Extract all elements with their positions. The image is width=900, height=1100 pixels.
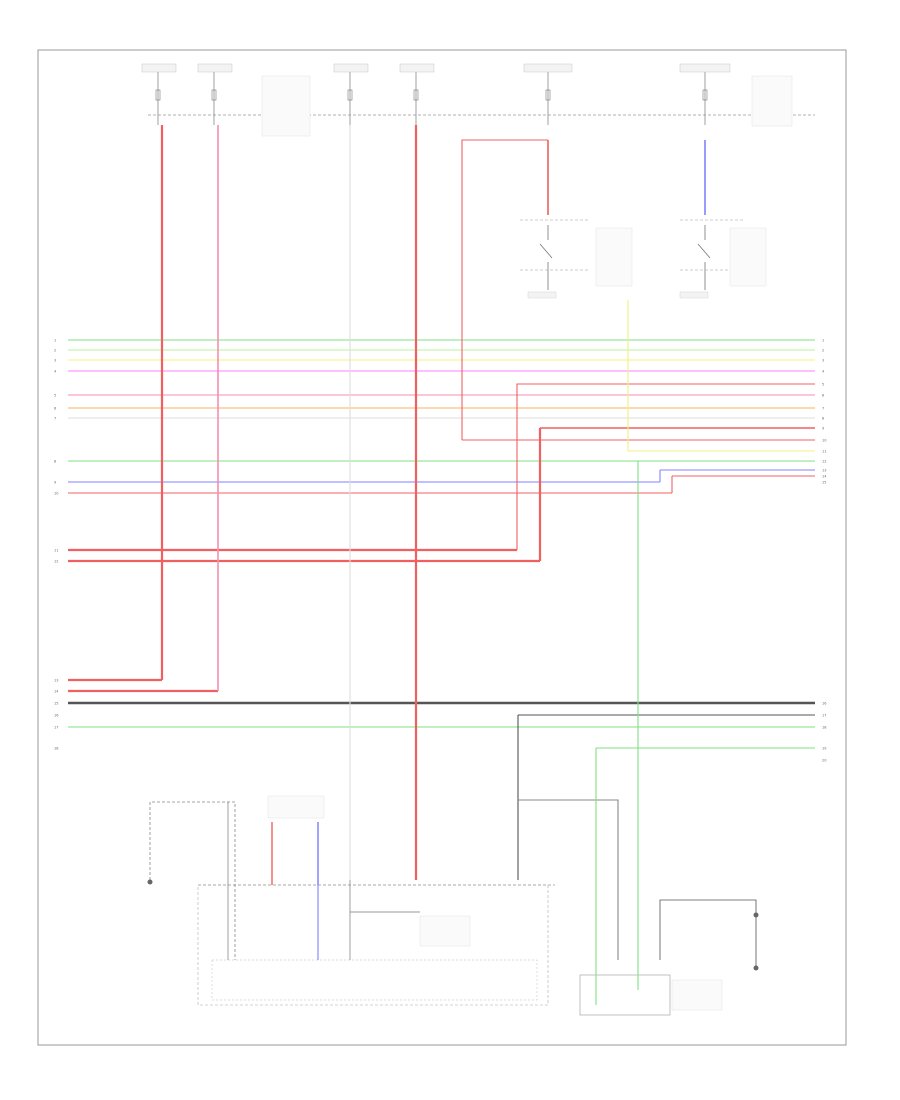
fuse-2 — [197, 63, 311, 137]
right-pin-label: 12 — [822, 460, 826, 464]
left-pin-label: 9 — [54, 481, 56, 485]
right-pin-label: 4 — [822, 370, 825, 374]
fuel-level-sensor-box — [579, 974, 671, 1016]
right-pin-label: 14 — [822, 475, 827, 479]
top-fuse-row — [141, 63, 815, 137]
right-pin-label: 16 — [822, 702, 826, 706]
left-pin-label: 18 — [54, 747, 58, 751]
left-pin-label: 11 — [54, 549, 58, 553]
fuse-3 — [333, 63, 369, 125]
left-pin-label: 17 — [54, 726, 58, 730]
left-pin-label: 6 — [54, 407, 56, 411]
relay-1 — [520, 140, 633, 299]
right-pin-label: 2 — [822, 349, 824, 353]
fuse-4 — [399, 63, 435, 125]
fuse-6 — [679, 63, 793, 127]
right-pin-label: 13 — [822, 469, 826, 473]
left-pin-label: 13 — [54, 679, 58, 683]
left-pin-label: 15 — [54, 702, 58, 706]
right-pin-label: 15 — [822, 481, 826, 485]
left-pin-label: 4 — [54, 370, 57, 374]
relay-2 — [679, 140, 767, 299]
bus-wires — [68, 339, 815, 749]
left-pin-label: 16 — [54, 714, 58, 718]
right-pin-label: 1 — [822, 339, 824, 343]
right-pin-label: 10 — [822, 439, 826, 443]
left-pin-label: 2 — [54, 349, 56, 353]
right-pin-label: 19 — [822, 747, 826, 751]
right-pin-label: 11 — [822, 450, 826, 454]
right-pin-label: 20 — [822, 759, 826, 763]
right-pin-label: 5 — [822, 383, 824, 387]
left-pin-label: 14 — [54, 690, 59, 694]
right-pin-label: 3 — [822, 359, 824, 363]
right-pin-label: 8 — [822, 417, 824, 421]
fuse-5 — [523, 63, 573, 125]
vertical-wires — [160, 125, 757, 960]
left-pin-label: 5 — [54, 394, 56, 398]
diagram-border — [37, 49, 847, 1046]
right-pin-label: 9 — [822, 427, 824, 431]
combination-meter — [147, 795, 555, 1006]
combination-meter-box — [197, 884, 549, 1006]
left-pin-label: 8 — [54, 460, 56, 464]
left-pin-label: 12 — [54, 560, 58, 564]
right-pin-label: 18 — [822, 726, 826, 730]
fuel-level-sensor — [579, 912, 759, 1016]
right-pin-label: 6 — [822, 394, 824, 398]
left-pin-label: 7 — [54, 417, 56, 421]
left-pin-label: 1 — [54, 339, 56, 343]
right-pin-label: 17 — [822, 714, 826, 718]
fuse-1 — [141, 63, 177, 125]
left-pin-label: 10 — [54, 492, 58, 496]
left-pin-label: 3 — [54, 359, 56, 363]
right-pin-label: 7 — [822, 407, 824, 411]
